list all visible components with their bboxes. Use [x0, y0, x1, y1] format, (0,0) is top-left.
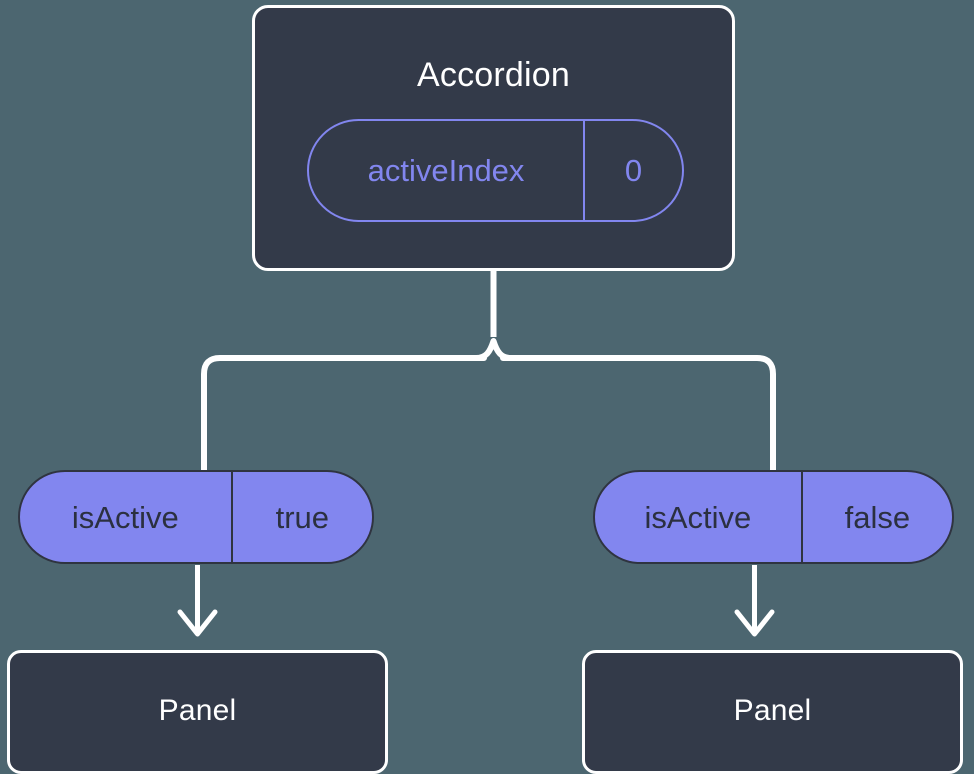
prop-pill-is-active-false[interactable]: isActive false — [593, 470, 954, 564]
prop-pill-is-active-false-value: false — [800, 472, 952, 562]
branch-connector-left — [201, 355, 487, 477]
state-pill-active-index[interactable]: activeIndex 0 — [307, 119, 684, 222]
node-panel-left-title: Panel — [158, 694, 237, 727]
prop-pill-is-active-true-key: isActive — [71, 499, 179, 535]
branch-connector-right — [500, 355, 776, 477]
arrow-head-left-icon — [177, 609, 218, 637]
prop-pill-is-active-false-key: isActive — [644, 499, 752, 535]
node-panel-right-title: Panel — [733, 694, 812, 727]
node-accordion-title: Accordion — [417, 56, 570, 94]
prop-pill-is-active-true[interactable]: isActive true — [18, 470, 374, 564]
prop-pill-is-active-true-value: true — [230, 472, 372, 562]
junction-notch-icon — [473, 338, 514, 361]
node-panel-left[interactable]: Panel — [7, 650, 388, 774]
state-pill-active-index-key: activeIndex — [367, 153, 525, 188]
node-panel-right[interactable]: Panel — [582, 650, 963, 774]
arrow-head-right-icon — [734, 609, 775, 637]
state-pill-active-index-value: 0 — [583, 121, 682, 220]
